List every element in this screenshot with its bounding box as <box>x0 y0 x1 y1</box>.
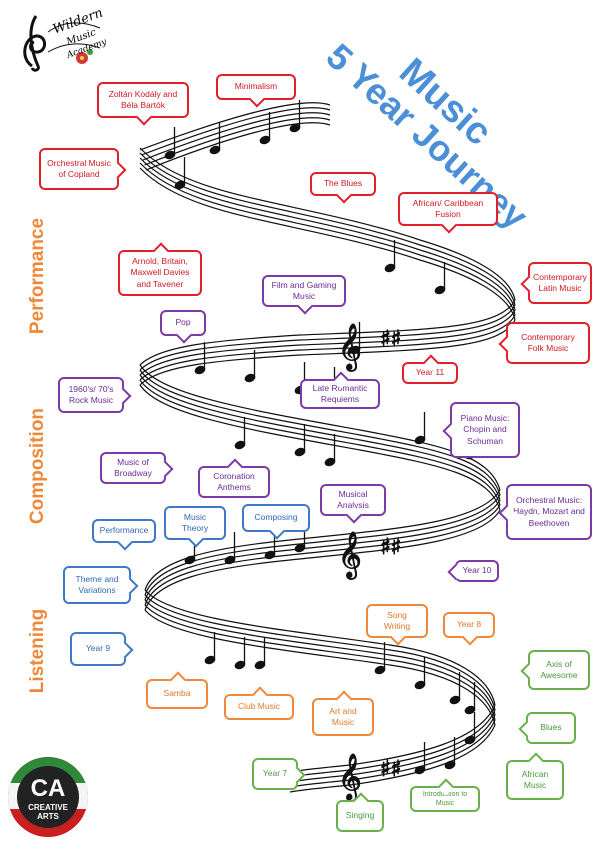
staff-line <box>142 112 331 161</box>
bubble-late-romantic: Late Romantic Requiems <box>300 379 380 409</box>
staff-line <box>139 147 516 301</box>
bubble-african-music: African Music <box>506 760 564 800</box>
staff-line <box>139 167 516 321</box>
bubble-african-caribbean: African/ Caribbean Fusion <box>398 192 498 226</box>
staff-line <box>139 369 501 496</box>
bubble-year10: Year 10 <box>455 560 499 582</box>
bubble-contemporary-folk: Contemporary Folk Music <box>506 322 590 364</box>
staff-line <box>139 374 501 501</box>
staff-line <box>289 709 496 778</box>
bubble-film: Film and Gaming Music <box>262 275 346 307</box>
bubble-theme-variations: Theme and Variations <box>63 566 131 604</box>
staff-line <box>144 609 496 726</box>
bubble-musical-analysis: Musical Analysis <box>320 484 386 516</box>
bubble-contemporary-latin: Contemporary Latin Music <box>528 262 592 304</box>
bubble-arnold: Arnold, Britain, Maxwell Davies and Tave… <box>118 250 202 296</box>
staff-line <box>145 122 331 171</box>
staff-line <box>139 314 516 381</box>
bubble-broadway: Music of Broadway <box>100 452 166 484</box>
staff-line <box>144 604 496 721</box>
bubble-year9: Year 9 <box>70 632 126 666</box>
bubble-copland: Orchestral Music of Copland <box>39 148 119 190</box>
staff-line <box>139 379 501 506</box>
logo-line-creative: CREATIVE <box>28 803 68 812</box>
bubble-performance: Performance <box>92 519 156 543</box>
logo-line-arts: ARTS <box>37 812 59 821</box>
wildern-logo: Wildern Music Academy <box>10 6 108 73</box>
bubble-pop: Pop <box>160 310 206 336</box>
bubble-piano: Piano Music: Chopin and Schuman <box>450 402 520 458</box>
logo-initials: CA <box>30 775 66 802</box>
staff-line <box>144 599 496 716</box>
bubble-year7: Year 7 <box>252 758 298 790</box>
staff-line <box>289 719 496 788</box>
staff-line <box>144 589 496 706</box>
staff-line <box>139 304 516 371</box>
staff-line <box>141 107 331 156</box>
bubble-axis-awesome: Axis of Awesome <box>528 650 590 690</box>
staff-line <box>144 594 496 711</box>
creative-arts-logo: CA CREATIVE ARTS <box>8 757 88 837</box>
treble-clef-icon: 𝄞 <box>338 324 362 372</box>
bubble-samba: Samba <box>146 679 208 709</box>
sharp-icon: ♯♯ <box>380 327 401 352</box>
staff-line <box>139 309 516 376</box>
bubble-kodaly: Zoltán Kodály and Béla Bartók <box>97 82 189 118</box>
staff-line <box>139 319 516 386</box>
staff-line <box>289 714 496 783</box>
bubble-club-music: Club Music <box>224 694 294 720</box>
staff-line <box>144 489 501 591</box>
staff-line <box>139 152 516 306</box>
side-label-composition: Composition <box>27 407 48 525</box>
bubble-intro-music: Introduction to Music <box>410 786 480 812</box>
bubble-the-blues: The Blues <box>310 172 376 196</box>
treble-clef-logo-icon <box>23 15 101 72</box>
staff-line <box>289 704 496 773</box>
side-label-listening: Listening <box>27 608 48 694</box>
bubble-song-writing: Song Writing <box>366 604 428 638</box>
treble-clef-icon: 𝄞 <box>338 532 362 580</box>
bubble-art-music: Art and Music <box>312 698 374 736</box>
staff-line <box>144 494 501 596</box>
bubble-orchestral-haydn: Orchestral Music: Haydn, Mozart and Beet… <box>506 484 592 540</box>
sharp-icon: ♯♯ <box>380 757 401 782</box>
bubble-year8: Year 8 <box>443 612 495 638</box>
bubble-minimalism: Minimalism <box>216 74 296 100</box>
sharp-icon: ♯♯ <box>380 535 401 560</box>
staff-line <box>139 162 516 316</box>
bubble-rock: 1960's/ 70's Rock Music <box>58 377 124 413</box>
side-label-performance: Performance <box>27 217 48 335</box>
staff-line <box>289 724 496 793</box>
staff-line <box>139 102 331 151</box>
bubble-coronation: Coronation Anthems <box>198 466 270 498</box>
bubble-year11: Year 11 <box>402 362 458 384</box>
staff-line <box>139 157 516 311</box>
staff-line <box>139 299 516 366</box>
staff-line <box>139 364 501 491</box>
bubble-composing: Composing <box>242 504 310 532</box>
staff-line <box>144 509 501 611</box>
staff-line <box>139 384 501 511</box>
logo-inner <box>17 766 79 828</box>
staff-line <box>144 504 501 606</box>
bubble-singing: Singing <box>336 800 384 832</box>
bubble-music-theory: Music Theory <box>164 506 226 540</box>
bubble-blues: Blues <box>526 712 576 744</box>
